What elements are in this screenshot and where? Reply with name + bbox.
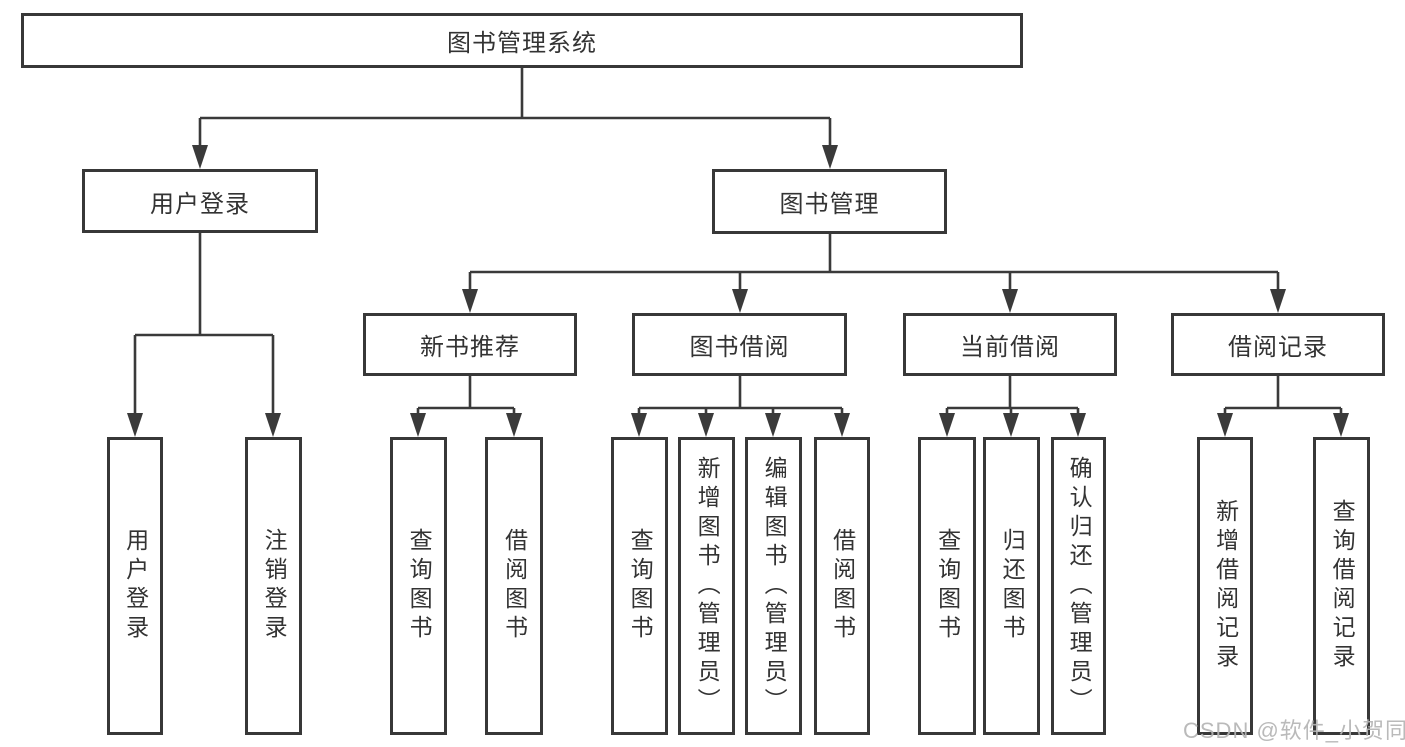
leaf-current-query-books: 查询图书 [918,437,976,735]
node-book-management: 图书管理 [712,169,947,234]
leaf-current-query-books-label: 查询图书 [934,528,961,644]
leaf-records-query-record: 查询借阅记录 [1313,437,1370,735]
leaf-current-return-books: 归还图书 [983,437,1040,735]
node-current-borrow-label: 当前借阅 [960,334,1060,361]
node-current-borrow: 当前借阅 [903,313,1117,376]
leaf-records-add-record: 新增借阅记录 [1197,437,1253,735]
node-new-book-recommend-label: 新书推荐 [420,334,520,361]
leaf-borrow-query-books: 查询图书 [611,437,668,735]
node-borrow-records-label: 借阅记录 [1228,334,1328,361]
arrowheads [127,145,1349,437]
leaf-user-login-label: 用户登录 [122,528,149,644]
leaf-logout: 注销登录 [245,437,302,735]
node-user-login: 用户登录 [82,169,318,233]
leaf-newbook-borrow-books-label: 借阅图书 [501,528,528,644]
leaf-newbook-query-books: 查询图书 [390,437,447,735]
leaf-current-confirm-return-admin-label: 确认归还（管理员） [1066,455,1093,717]
leaf-logout-label: 注销登录 [261,528,288,644]
leaf-borrow-add-books-admin-label: 新增图书（管理员） [694,455,721,717]
leaf-borrow-borrow-books: 借阅图书 [814,437,870,735]
leaf-newbook-query-books-label: 查询图书 [406,528,433,644]
leaf-borrow-edit-books-admin: 编辑图书（管理员） [745,437,802,735]
node-book-borrow: 图书借阅 [632,313,847,376]
node-book-management-label: 图书管理 [779,191,880,218]
leaf-borrow-query-books-label: 查询图书 [627,528,654,644]
leaf-records-add-record-label: 新增借阅记录 [1212,499,1239,673]
leaf-current-return-books-label: 归还图书 [999,528,1026,644]
leaf-user-login: 用户登录 [107,437,163,735]
node-library-system: 图书管理系统 [21,13,1023,68]
node-new-book-recommend: 新书推荐 [363,313,577,376]
node-library-system-label: 图书管理系统 [447,30,597,57]
leaf-borrow-edit-books-admin-label: 编辑图书（管理员） [761,455,788,717]
leaf-borrow-add-books-admin: 新增图书（管理员） [678,437,735,735]
leaf-borrow-borrow-books-label: 借阅图书 [829,528,856,644]
node-borrow-records: 借阅记录 [1171,313,1385,376]
watermark: CSDN @软件_小贺同学 [1183,718,1405,743]
leaf-current-confirm-return-admin: 确认归还（管理员） [1051,437,1106,735]
leaf-records-query-record-label: 查询借阅记录 [1329,499,1356,673]
node-user-login-label: 用户登录 [150,190,250,218]
leaf-newbook-borrow-books: 借阅图书 [485,437,543,735]
node-book-borrow-label: 图书借阅 [689,334,790,361]
